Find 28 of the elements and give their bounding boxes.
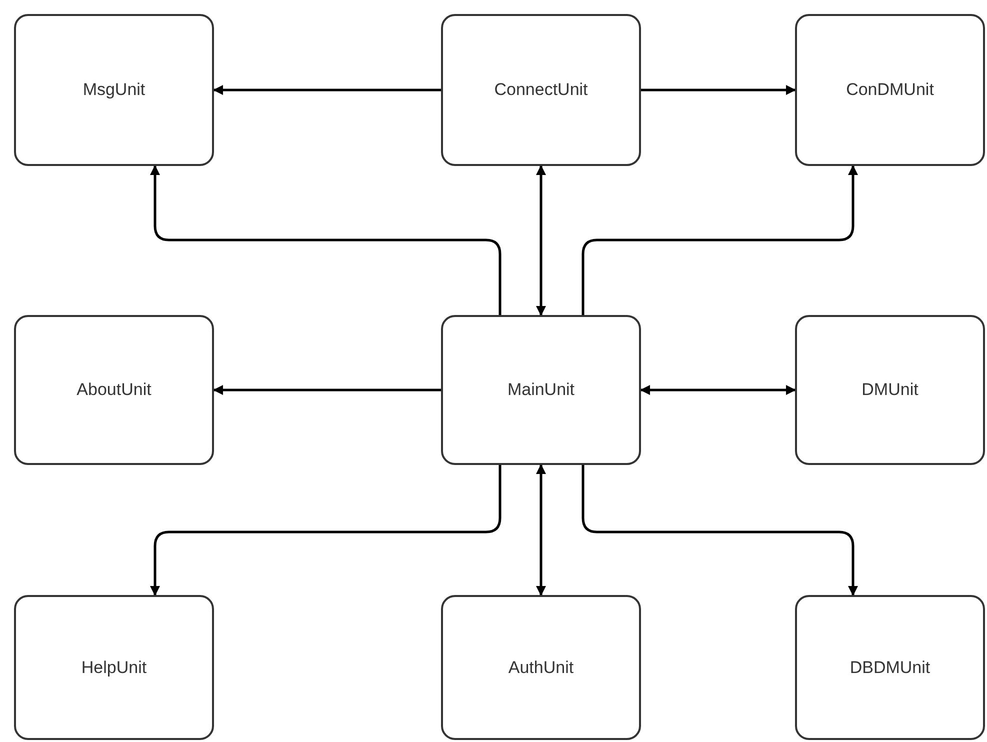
- arrow: [641, 85, 796, 95]
- arrow: [536, 165, 546, 316]
- module-label: MsgUnit: [82, 79, 146, 102]
- module-label: AboutUnit: [76, 379, 152, 402]
- module-label: MainUnit: [507, 379, 575, 402]
- module-box: [14, 315, 214, 465]
- module-box: [441, 14, 641, 166]
- module-box: [795, 315, 985, 465]
- arrow: [582, 165, 858, 315]
- module-box: [795, 14, 985, 166]
- module-box: [441, 595, 641, 740]
- module-box: [14, 595, 214, 740]
- arrow: [536, 464, 546, 596]
- arrow: [213, 385, 441, 395]
- module-box: [14, 14, 214, 166]
- arrow: [640, 385, 796, 395]
- module-label: DMUnit: [862, 379, 918, 402]
- arrow: [582, 465, 858, 596]
- arrow: [213, 85, 441, 95]
- module-box: [795, 595, 985, 740]
- module-label: AuthUnit: [508, 656, 574, 679]
- module-label: ConnectUnit: [494, 79, 588, 102]
- module-label: ConDMUnit: [846, 79, 934, 102]
- module-label: HelpUnit: [81, 656, 147, 679]
- module-box: [441, 315, 641, 465]
- module-label: DBDMUnit: [850, 656, 930, 679]
- arrow: [150, 465, 502, 596]
- arrow: [150, 165, 502, 315]
